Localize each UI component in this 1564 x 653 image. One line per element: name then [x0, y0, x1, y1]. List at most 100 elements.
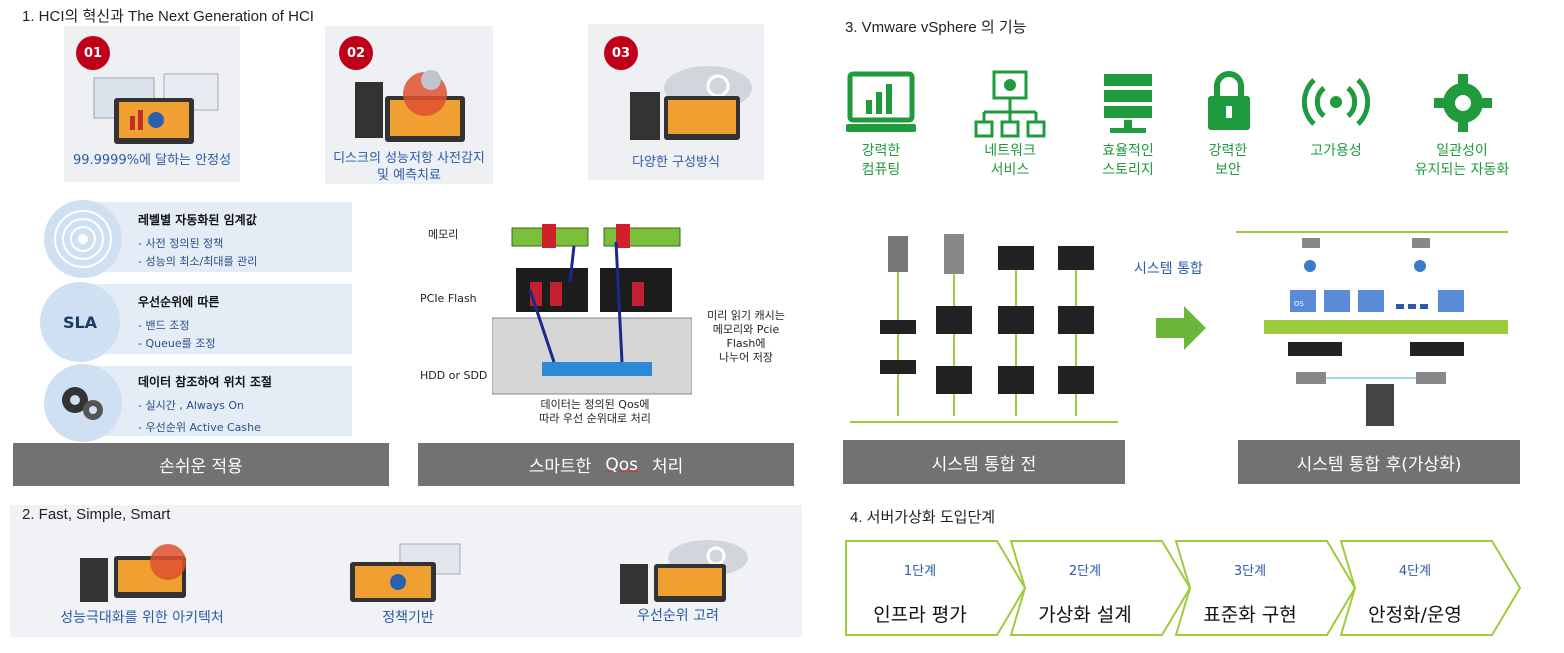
- section3-title: 3. Vmware vSphere 의 기능: [845, 19, 1027, 36]
- network-icon: [974, 70, 1046, 138]
- cache-note-line3: Flash에: [726, 337, 766, 350]
- target-rings-icon: [54, 210, 112, 268]
- feature-sub: - 성능의 최소/최대를 관리: [138, 255, 258, 268]
- qos-note-line1: 데이터는 정의된 Qos에: [540, 398, 650, 411]
- pcie-label: PCIe Flash: [420, 292, 477, 305]
- card-label: 다양한 구성방식: [632, 155, 720, 170]
- feature-line1: 일관성이: [1436, 143, 1488, 159]
- card-label: 99.9999%에 달하는 안정성: [72, 153, 232, 168]
- step-name: 가상화 설계: [1038, 604, 1132, 626]
- feature-automation: 일관성이 유지되는 자동화: [1400, 68, 1524, 188]
- qos-note-line2: 따라 우선 순위대로 처리: [539, 412, 651, 425]
- step-number: 1단계: [903, 564, 937, 579]
- before-integration-diagram: [850, 234, 1118, 423]
- qos-note: 데이터는 정의된 Qos에 따라 우선 순위대로 처리: [510, 398, 680, 426]
- sla-text: SLA: [62, 312, 98, 332]
- item-label: 우선순위 고려: [637, 608, 719, 624]
- step-number: 4단계: [1398, 564, 1432, 579]
- feature-sub: - Queue를 조정: [138, 337, 216, 350]
- laptop-chart-icon: [350, 543, 461, 602]
- wireless-icon: [1302, 78, 1370, 126]
- feature-line1: 강력한: [861, 143, 901, 159]
- simple-item: 정책기반: [290, 530, 526, 630]
- step-4: 4단계 안정화/운영: [1340, 540, 1490, 636]
- step-1: 1단계 인프라 평가: [845, 540, 995, 636]
- gears-icon: [62, 387, 103, 420]
- memory-label: 메모리: [428, 228, 459, 241]
- feature-sub: - 사전 정의된 정책: [138, 237, 224, 250]
- feature-card-2: 02 디스크의 성능저항 사전감지 및 예측치료: [325, 26, 493, 184]
- feature-availability: 고가용성: [1298, 68, 1374, 188]
- feature-line2: 유지되는 자동화: [1414, 162, 1510, 178]
- feature-line2: 서비스: [990, 162, 1030, 178]
- storage-diagram-icon: [492, 224, 692, 395]
- feature-card-3: 03 다양한 구성방식: [588, 24, 764, 180]
- feature-sub: - 밴드 조정: [138, 319, 190, 332]
- after-bar: 시스템 통합 후(가상화): [1238, 440, 1520, 484]
- feature-row-1: 레벨별 자동화된 임계값 - 사전 정의된 정책 - 성능의 최소/최대를 관리: [86, 202, 352, 272]
- feature-computing: 강력한 컴퓨팅: [842, 68, 920, 188]
- number-badge: 01: [76, 36, 110, 70]
- fast-item: 성능극대화를 위한 아키텍처: [24, 530, 260, 630]
- feature-row-3: 데이터 참조하여 위치 조절 - 실시간 , Always On - 우선순위 …: [86, 366, 352, 436]
- feature-sub: - 실시간 , Always On: [138, 399, 245, 412]
- card-label-line1: 디스크의 성능저항 사전감지: [333, 151, 485, 166]
- cache-note-line2: 메모리와 Pcie: [712, 323, 780, 336]
- feature-storage: 효율적인 스토리지: [1088, 68, 1168, 188]
- feature-head: 우선순위에 따른: [138, 295, 220, 309]
- feature-line1: 고가용성: [1310, 143, 1362, 159]
- computer-chart-icon: [80, 544, 186, 602]
- step-2: 2단계 가상화 설계: [1010, 540, 1160, 636]
- feature-line1: 강력한: [1208, 143, 1248, 159]
- integration-label: 시스템 통합: [1134, 261, 1203, 277]
- feature-network: 네트워크 서비스: [962, 68, 1058, 188]
- feature-head: 레벨별 자동화된 임계값: [138, 213, 257, 227]
- feature-head: 데이터 참조하여 위치 조절: [138, 375, 272, 389]
- smart-qos-bar: 스마트한 Qos 처리: [418, 443, 794, 486]
- card-label-line2: 및 예측치료: [377, 168, 441, 183]
- before-bar: 시스템 통합 전: [843, 440, 1125, 484]
- feature-line2: 스토리지: [1102, 162, 1154, 178]
- easy-apply-bar: 손쉬운 적용: [13, 443, 389, 486]
- smart-item: 우선순위 고려: [560, 530, 796, 630]
- cache-note-line4: 나누어 저장: [718, 351, 774, 364]
- cache-note: 미리 읽기 캐시는 메모리와 Pcie Flash에 나누어 저장: [700, 309, 792, 365]
- number-badge: 03: [604, 36, 638, 70]
- feature-sub: - 우선순위 Active Cashe: [138, 421, 261, 434]
- feature-line2: 컴퓨팅: [861, 162, 901, 178]
- bar-text-c: 처리: [651, 457, 684, 477]
- cloud-computer-icon: [630, 66, 752, 140]
- gear-icon: [1434, 74, 1492, 132]
- step-name: 안정화/운영: [1368, 604, 1462, 626]
- item-label: 성능극대화를 위한 아키텍처: [60, 610, 224, 626]
- chart-monitor-icon: [846, 71, 916, 132]
- item-label: 정책기반: [382, 610, 434, 626]
- bar-text-a: 스마트한: [528, 457, 592, 477]
- step-number: 2단계: [1068, 564, 1102, 579]
- section2-title: 2. Fast, Simple, Smart: [22, 506, 171, 523]
- laptop-chart-icon: [93, 73, 219, 144]
- target-bubble: [44, 200, 122, 278]
- feature-line1: 효율적인: [1102, 143, 1154, 159]
- lock-icon: [1208, 71, 1250, 130]
- bar-text-b: Qos: [605, 454, 638, 475]
- vm-os-label: OS: [1294, 300, 1304, 308]
- feature-card-1: 01 99.9999%에 달하는 안정성: [64, 26, 240, 182]
- feature-row-2: 우선순위에 따른 - 밴드 조정 - Queue를 조정: [86, 284, 352, 354]
- step-name: 인프라 평가: [873, 604, 967, 626]
- step-3: 3단계 표준화 구현: [1175, 540, 1325, 636]
- cloud-computer-icon: [620, 540, 748, 604]
- section1-title: 1. HCI의 혁신과 The Next Generation of HCI: [22, 8, 314, 25]
- step-number: 3단계: [1233, 564, 1267, 579]
- hdd-label: HDD or SDD: [420, 369, 488, 382]
- step-name: 표준화 구현: [1203, 604, 1297, 626]
- feature-line1: 네트워크: [984, 143, 1036, 159]
- gears-bubble: [44, 364, 122, 442]
- section4-title: 4. 서버가상화 도입단계: [850, 509, 996, 526]
- after-integration-diagram: [1236, 231, 1508, 426]
- feature-security: 강력한 보안: [1196, 68, 1260, 188]
- sla-bubble: SLA: [40, 282, 120, 362]
- steps-chevrons: [845, 540, 1522, 636]
- cache-note-line1: 미리 읽기 캐시는: [707, 309, 785, 322]
- right-arrow-icon: [1156, 306, 1206, 350]
